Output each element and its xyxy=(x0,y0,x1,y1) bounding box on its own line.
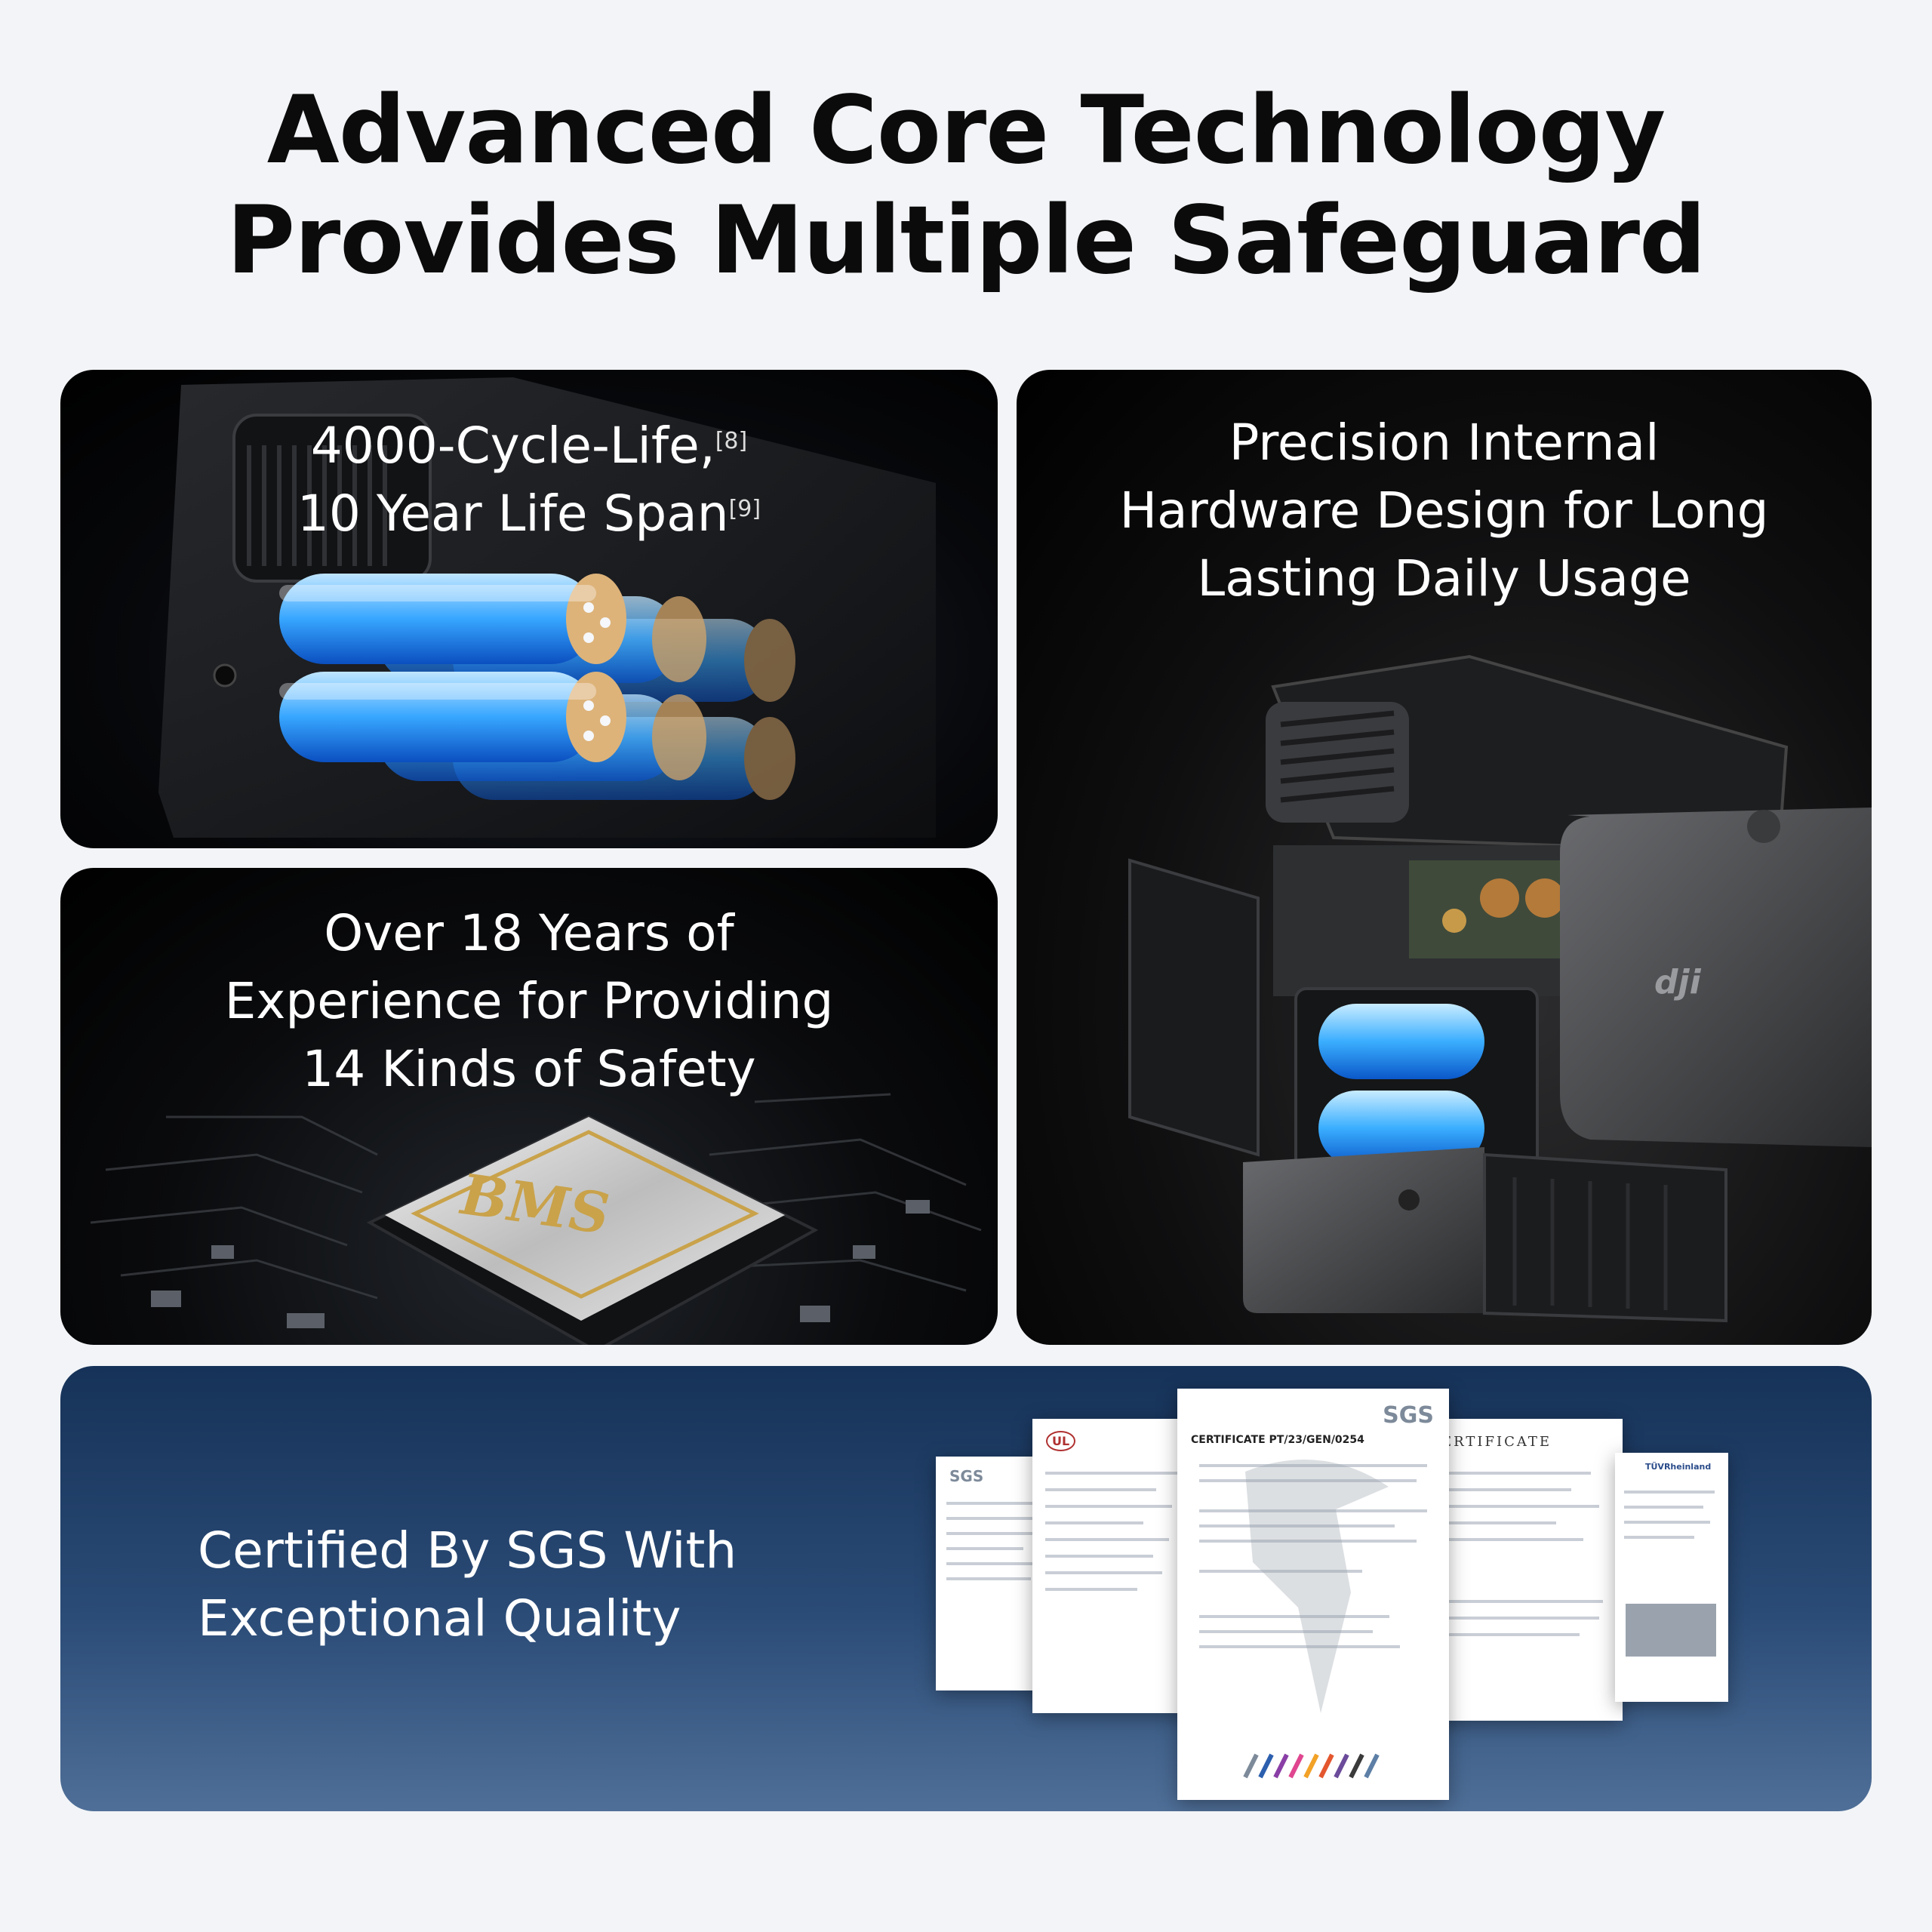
sgs-certificate-number: CERTIFICATE PT/23/GEN/0254 xyxy=(1191,1434,1364,1446)
certificate-document-sgs-main: SGS CERTIFICATE PT/23/GEN/0254 xyxy=(1177,1389,1449,1800)
battery-cells-illustration xyxy=(158,377,936,838)
ul-logo: UL xyxy=(1046,1431,1076,1451)
headline-line-2: Provides Multiple Safeguard xyxy=(226,186,1706,295)
certification-caption-line-1: Certified By SGS With xyxy=(198,1521,737,1580)
battery-life-caption: 4000-Cycle-Life,[8] 10 Year Life Span[9] xyxy=(60,412,998,548)
tuv-logo: TÜVRheinland xyxy=(1645,1462,1712,1472)
card-bms-safety: BMS Over 18 Years of Experience for Prov… xyxy=(60,868,998,1345)
card-battery-life: 4000-Cycle-Life,[8] 10 Year Life Span[9] xyxy=(60,370,998,848)
certificate-document-tuv: TÜVRheinland xyxy=(1615,1453,1728,1702)
headline-line-1: Advanced Core Technology xyxy=(266,76,1666,185)
card-hardware-design: dji Precision Internal Hardware Design f… xyxy=(1017,370,1872,1345)
sgs-eagle-watermark xyxy=(1245,1460,1389,1713)
card-certification: Certified By SGS With Exceptional Qualit… xyxy=(60,1366,1872,1811)
page-headline: Advanced Core Technology Provides Multip… xyxy=(0,75,1932,296)
hardware-caption-line-3: Lasting Daily Usage xyxy=(1197,549,1691,608)
bms-caption-line-3: 14 Kinds of Safety xyxy=(302,1040,756,1098)
exploded-device-illustration: dji xyxy=(1128,654,1872,1323)
certificate-document-ul: UL xyxy=(1032,1419,1191,1713)
certificate-document-emc: ERTIFICATE xyxy=(1426,1419,1623,1721)
bms-chip-illustration: BMS xyxy=(90,1093,982,1345)
bms-caption-line-2: Experience for Providing xyxy=(224,972,834,1030)
certification-caption-line-2: Exceptional Quality xyxy=(198,1589,681,1647)
sgs-logo: SGS xyxy=(949,1467,984,1485)
hardware-caption-line-2: Hardware Design for Long xyxy=(1119,481,1769,540)
battery-caption-line-2: 10 Year Life Span[9] xyxy=(297,485,761,543)
sgs-color-marks xyxy=(1243,1753,1380,1779)
dji-brand-mark: dji xyxy=(1654,963,1702,1001)
bms-caption: Over 18 Years of Experience for Providin… xyxy=(60,900,998,1103)
emc-certificate-title: ERTIFICATE xyxy=(1441,1434,1552,1450)
bms-caption-line-1: Over 18 Years of xyxy=(324,904,734,962)
certification-caption: Certified By SGS With Exceptional Qualit… xyxy=(198,1517,737,1653)
hardware-caption-line-1: Precision Internal xyxy=(1229,414,1660,472)
sgs-main-logo: SGS xyxy=(1383,1402,1434,1429)
hardware-caption: Precision Internal Hardware Design for L… xyxy=(1017,409,1872,613)
footnote-ref-9: [9] xyxy=(728,496,761,522)
footnote-ref-8: [8] xyxy=(715,428,748,454)
battery-caption-line-1: 4000-Cycle-Life,[8] xyxy=(310,417,748,475)
